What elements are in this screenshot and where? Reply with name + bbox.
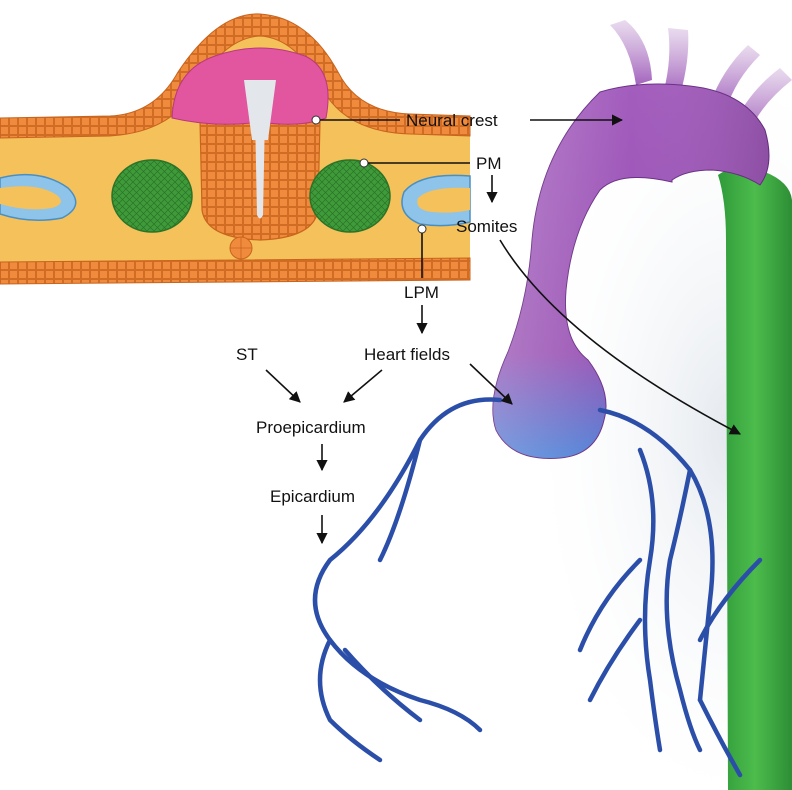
heart-fields-to-proepicardium-arrow	[344, 370, 382, 402]
label-heart-fields: Heart fields	[364, 345, 450, 364]
label-proepicardium: Proepicardium	[256, 418, 366, 437]
label-neural-crest: Neural crest	[406, 111, 498, 130]
label-somites: Somites	[456, 217, 517, 236]
endoderm	[0, 258, 470, 284]
somite-right	[310, 160, 390, 232]
label-pm: PM	[476, 154, 502, 173]
descending-aorta	[718, 167, 792, 790]
st-arrow	[266, 370, 300, 402]
label-st: ST	[236, 345, 258, 364]
somite-left	[112, 160, 192, 232]
label-lpm: LPM	[404, 283, 439, 302]
label-epicardium: Epicardium	[270, 487, 355, 506]
